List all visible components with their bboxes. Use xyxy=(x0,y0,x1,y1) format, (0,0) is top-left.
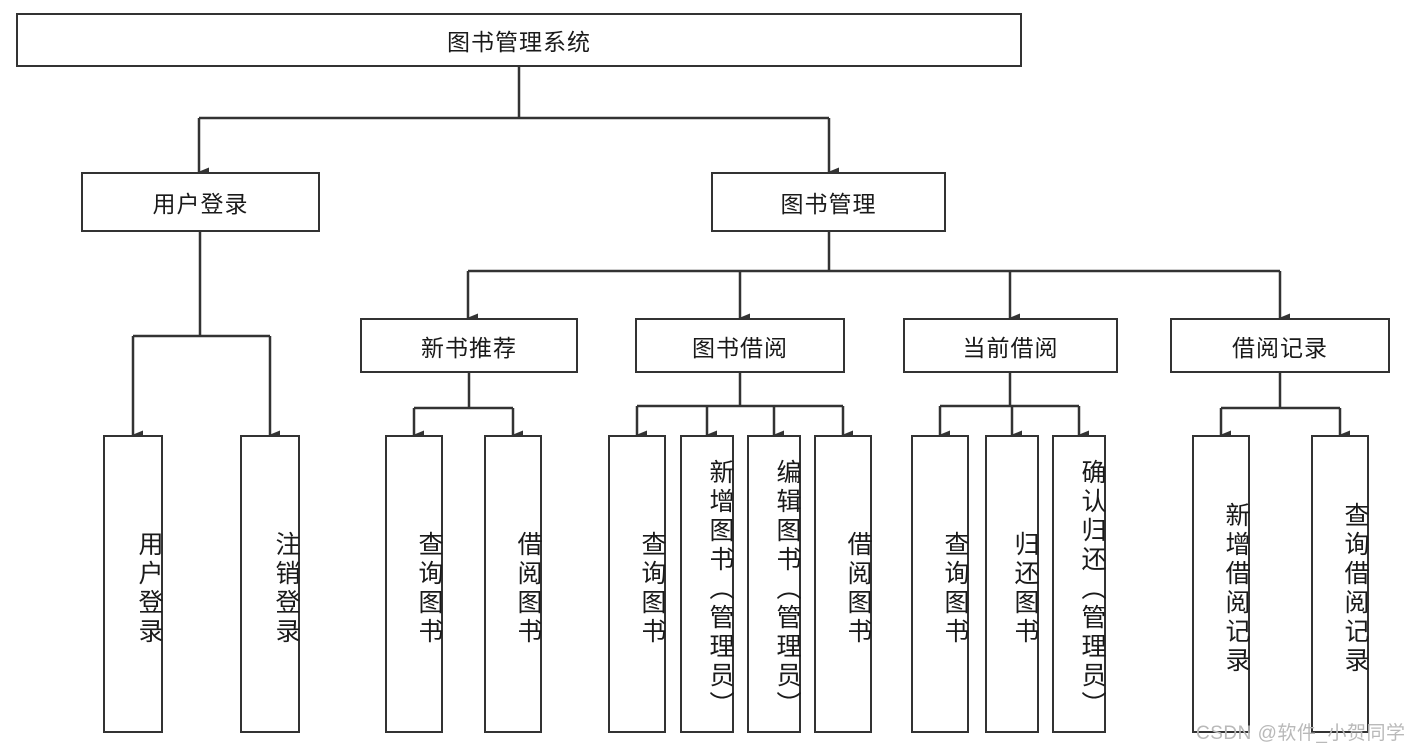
node-book-manage[interactable]: 图书管理 xyxy=(711,172,946,232)
leaf-borrow-book-recommend[interactable]: 借阅图书 xyxy=(484,435,542,733)
watermark-text: CSDN @软件_小贺同学 xyxy=(1196,723,1405,744)
node-new-book-recommend[interactable]: 新书推荐 xyxy=(360,318,578,373)
node-current-borrow-label: 当前借阅 xyxy=(962,334,1059,361)
leaf-logout-label: 注销登录 xyxy=(272,531,300,647)
leaf-add-book-admin[interactable]: 新增图书（管理员） xyxy=(680,435,734,733)
node-root[interactable]: 图书管理系统 xyxy=(16,13,1022,67)
node-root-label: 图书管理系统 xyxy=(447,29,591,55)
leaf-query-book-borrow[interactable]: 查询图书 xyxy=(608,435,666,733)
leaf-add-borrow-record[interactable]: 新增借阅记录 xyxy=(1192,435,1250,733)
node-user-login[interactable]: 用户登录 xyxy=(81,172,320,232)
leaf-add-book-admin-label: 新增图书（管理员） xyxy=(706,458,734,720)
leaf-query-book-current[interactable]: 查询图书 xyxy=(911,435,969,733)
leaf-return-book[interactable]: 归还图书 xyxy=(985,435,1039,733)
leaf-user-login-label: 用户登录 xyxy=(135,531,163,647)
leaf-edit-book-admin[interactable]: 编辑图书（管理员） xyxy=(747,435,801,733)
leaf-borrow-book[interactable]: 借阅图书 xyxy=(814,435,872,733)
leaf-return-book-label: 归还图书 xyxy=(1011,531,1039,647)
leaf-add-borrow-record-label: 新增借阅记录 xyxy=(1222,502,1250,676)
leaf-query-borrow-record-label: 查询借阅记录 xyxy=(1341,502,1369,676)
leaf-borrow-book-label: 借阅图书 xyxy=(844,531,872,647)
node-book-borrow[interactable]: 图书借阅 xyxy=(635,318,845,373)
node-book-borrow-label: 图书借阅 xyxy=(692,334,788,361)
node-borrow-record-label: 借阅记录 xyxy=(1232,334,1328,361)
leaf-query-book-current-label: 查询图书 xyxy=(941,531,969,647)
leaf-edit-book-admin-label: 编辑图书（管理员） xyxy=(773,458,801,720)
leaf-query-borrow-record[interactable]: 查询借阅记录 xyxy=(1311,435,1369,733)
node-new-book-recommend-label: 新书推荐 xyxy=(421,334,517,361)
leaf-query-book-recommend-label: 查询图书 xyxy=(415,531,443,647)
node-user-login-label: 用户登录 xyxy=(152,191,249,217)
node-book-manage-label: 图书管理 xyxy=(780,191,877,217)
leaf-confirm-return-admin[interactable]: 确认归还（管理员） xyxy=(1052,435,1106,733)
leaf-borrow-book-recommend-label: 借阅图书 xyxy=(514,531,542,647)
leaf-query-book-borrow-label: 查询图书 xyxy=(638,531,666,647)
leaf-confirm-return-admin-label: 确认归还（管理员） xyxy=(1078,458,1106,720)
node-borrow-record[interactable]: 借阅记录 xyxy=(1170,318,1390,373)
leaf-logout[interactable]: 注销登录 xyxy=(240,435,300,733)
node-current-borrow[interactable]: 当前借阅 xyxy=(903,318,1118,373)
leaf-user-login[interactable]: 用户登录 xyxy=(103,435,163,733)
leaf-query-book-recommend[interactable]: 查询图书 xyxy=(385,435,443,733)
